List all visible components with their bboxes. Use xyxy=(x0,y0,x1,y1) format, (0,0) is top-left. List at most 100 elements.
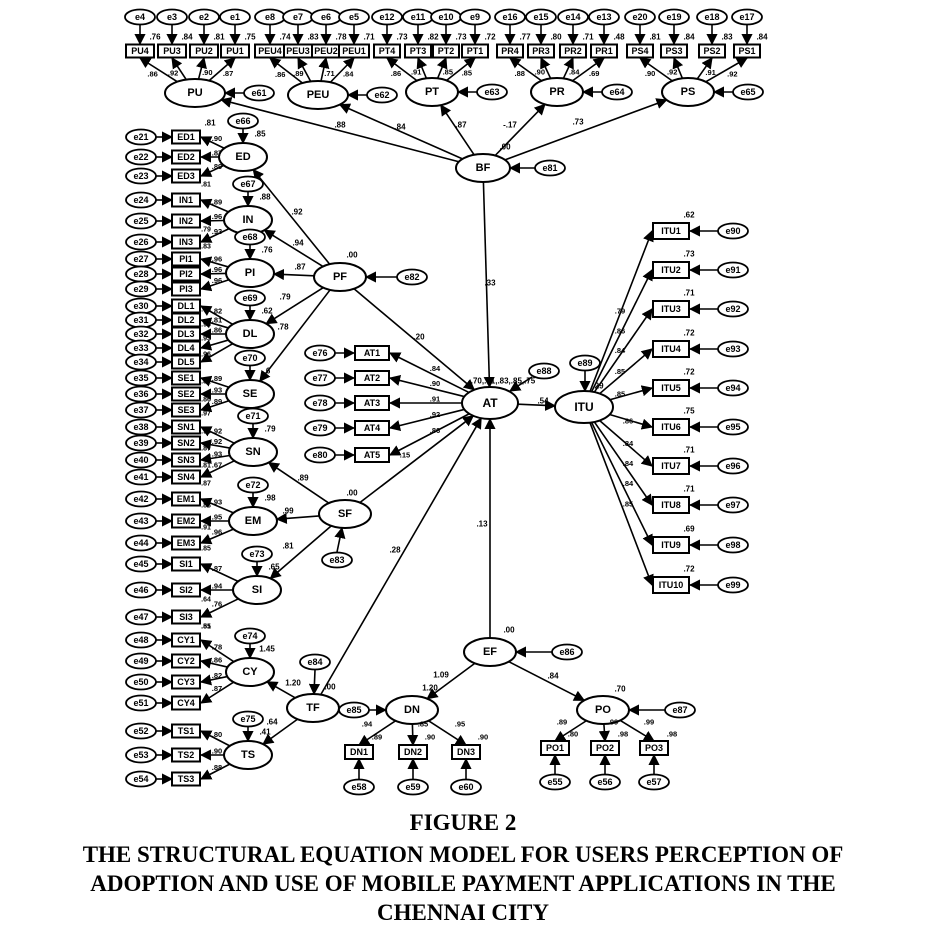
structural-arrow xyxy=(262,718,298,745)
structural-arrow xyxy=(504,98,668,161)
r2-label: .96 xyxy=(201,352,211,359)
loading-label: .84 xyxy=(430,364,441,373)
loading-arrow xyxy=(428,720,467,746)
r2-label: .87 xyxy=(201,446,211,453)
loading-arrow xyxy=(199,452,230,464)
loading-arrow xyxy=(199,227,230,243)
structural-arrow xyxy=(220,96,460,163)
error-term-e26 xyxy=(125,233,157,251)
loading-arrow xyxy=(590,268,653,392)
error-term-label: e56 xyxy=(597,777,612,787)
loading-label: .89 xyxy=(212,197,222,206)
error-term-label: e73 xyxy=(249,549,264,559)
indicator-pu3 xyxy=(157,43,187,59)
error-term-e24 xyxy=(125,191,157,209)
error-term-e79 xyxy=(304,419,336,437)
figure-caption-line-1: THE STRUCTURAL EQUATION MODEL FOR USERS … xyxy=(82,842,844,867)
error-term-e44 xyxy=(125,534,157,552)
structural-arrow xyxy=(508,660,586,702)
indicator-pr1 xyxy=(590,43,618,59)
loading-arrow xyxy=(540,56,552,79)
error-term-e23 xyxy=(125,167,157,185)
error-term-e56 xyxy=(589,773,621,791)
indicator-se1 xyxy=(171,370,201,386)
loading-label: .85 xyxy=(623,499,633,508)
indicator-at1 xyxy=(354,345,390,361)
indicator-si3-label: SI3 xyxy=(179,612,193,622)
indicator-itu8 xyxy=(652,496,690,514)
indicator-cy4-label: CY4 xyxy=(177,698,195,708)
structural-arrow xyxy=(275,512,320,525)
r2-label: .90 xyxy=(425,733,435,742)
loading-arrow xyxy=(208,57,236,82)
error-term-label: e25 xyxy=(133,216,148,226)
indicator-si1-label: SI1 xyxy=(179,559,193,569)
latent-dn-label: DN xyxy=(404,704,420,716)
loading-label: .90 xyxy=(212,134,222,143)
indicator-in3-label: IN3 xyxy=(179,237,193,247)
latent-po-label: PO xyxy=(595,704,611,716)
figure-caption-line-3: CHENNAI CITY xyxy=(377,900,549,925)
coef-label: .87 xyxy=(294,263,306,272)
structural-arrow xyxy=(263,229,324,268)
indicator-ps3-label: PS3 xyxy=(665,46,682,56)
loading-label: .96 xyxy=(212,254,222,263)
latent-at-label: AT xyxy=(482,396,498,410)
indicator-itu6 xyxy=(652,418,690,436)
indicator-pt4-label: PT4 xyxy=(379,46,396,56)
loading-label: .84 xyxy=(623,479,634,488)
error-term-label: e50 xyxy=(133,677,148,687)
error-term-label: e97 xyxy=(725,500,740,510)
structural-arrow xyxy=(353,288,476,391)
loading-arrow xyxy=(200,343,234,363)
error-term-label: e17 xyxy=(739,12,754,22)
loading-label: .92 xyxy=(212,437,222,446)
error-term-e38 xyxy=(125,418,157,436)
loading-label: .81 xyxy=(212,315,222,324)
latent-pt-label: PT xyxy=(425,86,439,98)
error-term-e58 xyxy=(343,778,375,796)
error-term-label: e55 xyxy=(547,777,562,787)
r2-label: .85 xyxy=(254,130,266,139)
error-term-e69 xyxy=(234,289,266,307)
loading-arrow xyxy=(199,598,239,618)
structural-arrow xyxy=(440,104,475,156)
indicator-ps3 xyxy=(660,43,688,59)
latent-ps xyxy=(661,77,715,107)
error-term-e42 xyxy=(125,490,157,508)
error-term-label: e92 xyxy=(725,304,740,314)
indicator-at3 xyxy=(354,395,390,411)
latent-tf-label: TF xyxy=(306,702,320,714)
r2-label: .85 xyxy=(201,546,211,553)
latent-sf xyxy=(318,499,372,529)
error-term-label: e7 xyxy=(293,12,303,22)
indicator-si1 xyxy=(171,556,201,572)
error-term-label: e39 xyxy=(133,438,148,448)
error-term-e75 xyxy=(232,710,264,728)
error-term-e52 xyxy=(125,722,157,740)
indicator-ps1-label: PS1 xyxy=(738,46,755,56)
error-term-e51 xyxy=(125,694,157,712)
loading-label: .85 xyxy=(615,389,625,398)
indicator-dl1-label: DL1 xyxy=(177,301,194,311)
latent-dl-label: DL xyxy=(243,328,258,340)
loading-label: .92 xyxy=(727,69,737,78)
error-term-label: e83 xyxy=(329,555,344,565)
indicator-ts3-label: TS3 xyxy=(178,774,195,784)
loading-arrow xyxy=(199,375,230,389)
indicator-in1 xyxy=(171,192,201,208)
indicator-dl3-label: DL3 xyxy=(177,329,194,339)
loading-arrow xyxy=(416,56,428,79)
r2-label: .62 xyxy=(261,307,273,316)
loading-arrow xyxy=(389,413,470,456)
loading-arrow xyxy=(199,256,229,268)
error-term-e80 xyxy=(304,446,336,464)
indicator-ed2 xyxy=(171,149,201,165)
indicator-dn2 xyxy=(398,744,428,760)
error-term-label: e14 xyxy=(565,12,580,22)
r2-label: .48 xyxy=(613,33,625,42)
r2-label: .76 xyxy=(261,246,273,255)
latent-ts xyxy=(223,740,273,770)
r2-label: .81 xyxy=(201,182,211,189)
error-term-e21 xyxy=(125,128,157,146)
